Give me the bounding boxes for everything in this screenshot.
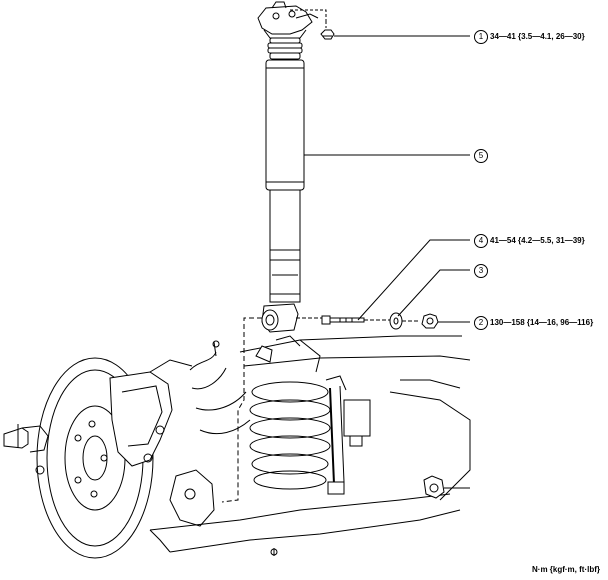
rear-knuckle — [149, 469, 461, 556]
callout-1-number: 1 — [474, 30, 488, 44]
torque-units-label: N·m {kgf·m, ft·lbf} — [532, 565, 600, 574]
alignment-dashes — [221, 317, 262, 503]
upper-mount-bracket — [257, 1, 327, 39]
upper-nut — [320, 22, 335, 40]
trailing-arm-bushing — [423, 475, 470, 499]
callout-2-number: 2 — [474, 316, 488, 330]
lower-nut — [402, 313, 439, 329]
callout-3-number: 3 — [474, 264, 488, 278]
callout-4-number: 4 — [474, 234, 488, 248]
bump-stop-boot — [267, 37, 303, 60]
coil-spring — [249, 381, 331, 490]
brake-hoses — [189, 340, 251, 435]
washer — [389, 312, 403, 330]
lower-eye-bushing — [261, 303, 299, 333]
brake-caliper — [109, 359, 193, 467]
stabilizer-link — [325, 375, 371, 495]
callout-2-torque: 130—158 {14—16, 96—116} — [490, 318, 594, 327]
callout-5-number: 5 — [474, 149, 488, 163]
callout-1-torque: 34—41 {3.5—4.1, 26—30} — [490, 32, 585, 41]
shock-absorber-body — [265, 59, 305, 303]
callout-4-torque: 41—54 {4.2—5.5, 31—39} — [490, 236, 585, 245]
leader-lines — [304, 35, 470, 323]
suspension-arms — [239, 335, 471, 501]
axle-stub — [3, 424, 49, 475]
lower-bolt — [296, 315, 392, 325]
